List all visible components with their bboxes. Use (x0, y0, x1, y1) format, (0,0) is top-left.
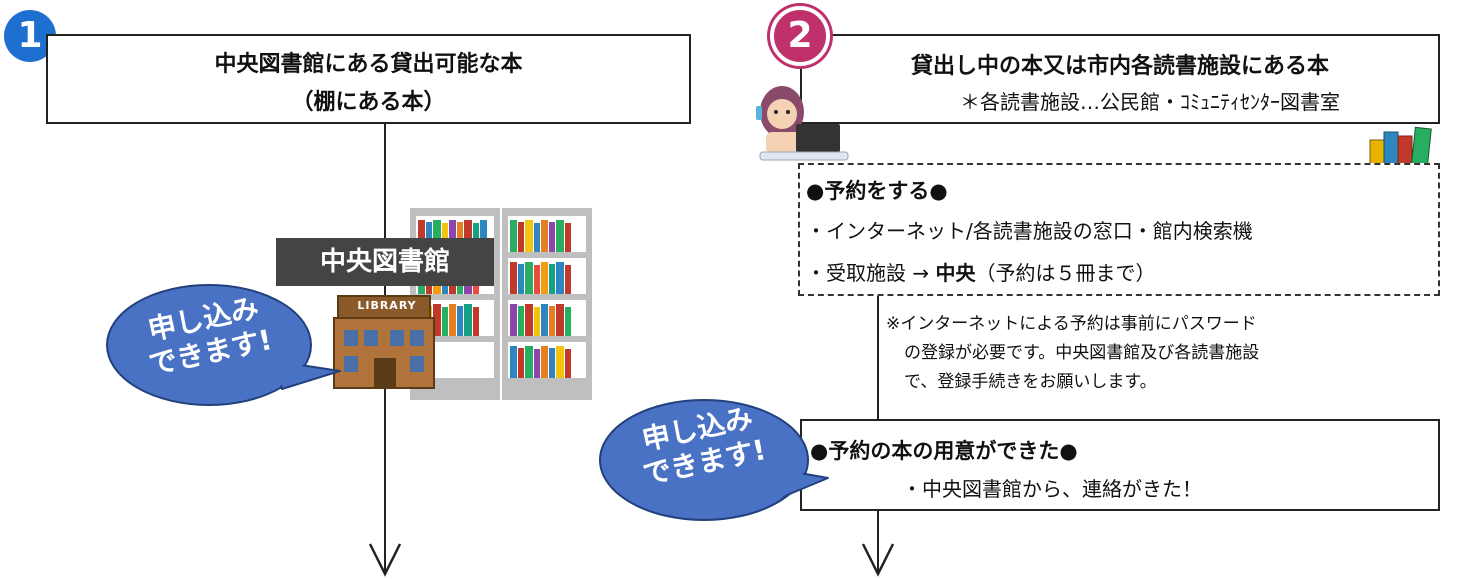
step1-title-line2: （棚にある本） (291, 90, 446, 115)
reservation-box: ●予約をする● ・インターネット/各読書施設の窓口・館内検索機 ・受取施設 → … (798, 163, 1440, 296)
step2-number-badge: 2 (770, 6, 830, 66)
step2-flow-line-upper (877, 296, 879, 420)
reservation-line2: ・受取施設 → 中央（予約は５冊まで） (806, 257, 1155, 286)
password-note-line2: の登録が必要です。中央図書館及び各読書施設 (904, 343, 1260, 363)
password-note-line1: ※インターネットによる予約は事前にパスワード (886, 314, 1257, 334)
ready-line: ・中央図書館から、連絡がきた！ (902, 477, 1202, 501)
password-note: ※インターネットによる予約は事前にパスワード の登録が必要です。中央図書館及び各… (886, 310, 1259, 397)
step1-title-line1: 中央図書館にある貸出可能な本 (214, 52, 523, 77)
step1-speech-bubble (106, 284, 341, 406)
reservation-line2-suffix: （予約は５冊まで） (975, 261, 1156, 285)
step2-title-line2: ＊各読書施設…公民館・ｺﾐｭﾆﾃｨｾﾝﾀｰ図書室 (960, 90, 1340, 114)
reservation-line2-bold: 中央 (935, 261, 976, 285)
step2-title-line1: 貸出し中の本又は市内各読書施設にある本 (910, 54, 1329, 79)
step1-arrow-down-icon (368, 543, 402, 577)
step2-flow-line-lower (877, 511, 879, 571)
step2-arrow-down-icon (861, 543, 895, 577)
central-library-label: 中央図書館 (276, 238, 494, 286)
step2-title-box: 貸出し中の本又は市内各読書施設にある本 ＊各読書施設…公民館・ｺﾐｭﾆﾃｨｾﾝﾀ… (800, 34, 1440, 124)
bookshelf-icon (410, 208, 592, 400)
step1-title-box: 中央図書館にある貸出可能な本 （棚にある本） (46, 34, 691, 124)
password-note-line3: で、登録手続きをお願いします。 (904, 372, 1157, 392)
library-building-icon (333, 295, 435, 389)
reservation-line1: ・インターネット/各読書施設の窓口・館内検索機 (806, 219, 1253, 243)
library-sign: LIBRARY (357, 299, 417, 312)
step2-speech-bubble (599, 399, 829, 521)
person-with-laptop-icon (756, 86, 849, 161)
reservation-heading: ●予約をする● (806, 179, 948, 203)
ready-heading: ●予約の本の用意ができた● (810, 439, 1078, 463)
ready-box: ●予約の本の用意ができた● ・中央図書館から、連絡がきた！ (800, 419, 1440, 511)
reservation-line2-prefix: ・受取施設 → (806, 261, 936, 285)
